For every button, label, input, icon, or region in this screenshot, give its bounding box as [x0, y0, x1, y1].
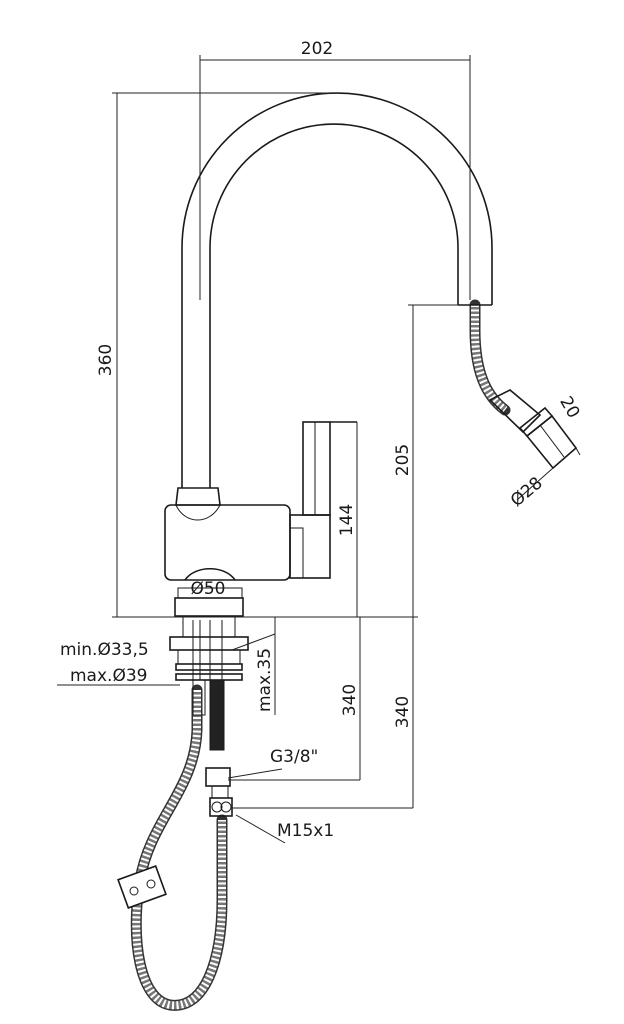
- hand-shower-head: [488, 389, 578, 470]
- hose-clip-weight: [117, 865, 167, 909]
- dim-hose-length-a: 340: [340, 684, 360, 716]
- dim-base-diameter: Ø50: [190, 579, 225, 599]
- braided-hose-lower: [130, 684, 228, 1011]
- braided-hose-spout: [469, 299, 511, 416]
- label-hole-max: max.Ø39: [70, 666, 147, 686]
- label-hose-thread: M15x1: [277, 821, 334, 841]
- dim-lever-height: 144: [337, 504, 357, 536]
- dim-spout-outlet-height: 205: [393, 444, 413, 476]
- dim-max-thickness: max.35: [255, 648, 275, 712]
- mixer-body: [164, 487, 331, 581]
- dim-hose-length-b: 340: [393, 696, 413, 728]
- dim-total-height: 360: [96, 344, 116, 376]
- dim-spout-reach: 202: [301, 39, 333, 59]
- lever-handle: [302, 421, 357, 516]
- base-plate: [174, 587, 244, 617]
- label-connection-thread: G3/8": [270, 747, 318, 767]
- dim-hand-shower-length: 20: [555, 393, 583, 422]
- spout: [181, 92, 493, 488]
- label-hole-min: min.Ø33,5: [60, 640, 149, 660]
- dimension-lines: [57, 55, 581, 844]
